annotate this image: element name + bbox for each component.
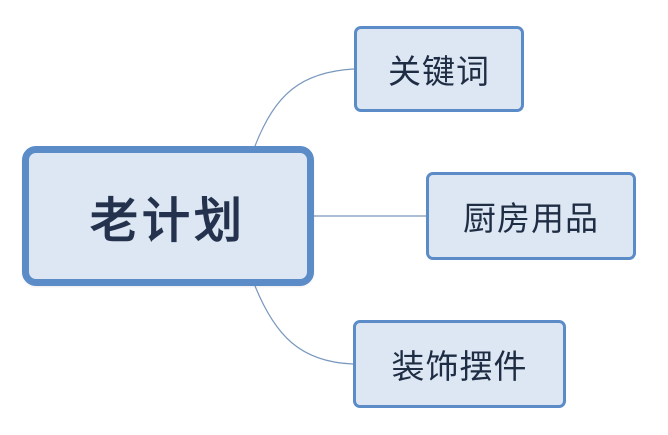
central-topic-label: 老计划	[89, 193, 246, 249]
branch-node-1[interactable]: 关键词	[354, 26, 524, 112]
branch-node-3[interactable]: 装饰摆件	[353, 320, 566, 408]
branch-node-1-label: 关键词	[388, 52, 490, 91]
connector-to-branch-1	[254, 68, 355, 147]
central-topic-node[interactable]: 老计划	[22, 146, 314, 286]
branch-node-3-label: 装饰摆件	[391, 347, 528, 386]
branch-node-2[interactable]: 厨房用品	[426, 172, 636, 260]
connector-to-branch-3	[254, 285, 354, 365]
branch-node-2-label: 厨房用品	[463, 199, 599, 238]
